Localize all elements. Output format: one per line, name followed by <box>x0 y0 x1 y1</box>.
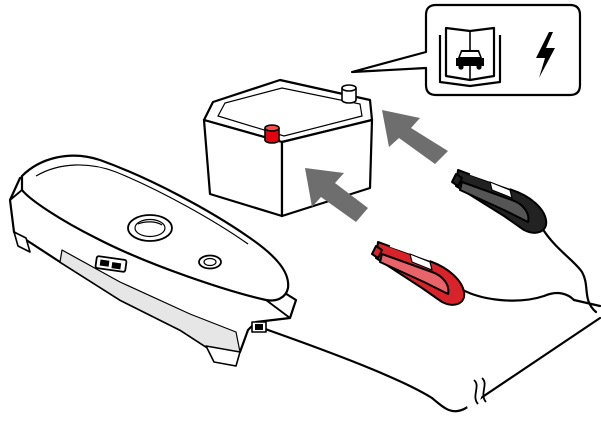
charging-cables <box>256 196 601 413</box>
direction-arrow-icon <box>305 168 368 222</box>
battery-charger <box>8 154 298 367</box>
positive-terminal <box>264 124 280 144</box>
lightning-bolt-icon <box>536 32 555 78</box>
car-battery <box>202 78 374 218</box>
negative-clamp <box>451 169 548 234</box>
cable-break-mark <box>466 377 488 411</box>
positive-clamp <box>371 241 466 306</box>
callout-bubble <box>350 3 582 97</box>
car-manual-icon <box>438 26 502 88</box>
negative-terminal <box>341 84 357 104</box>
direction-arrow-icon <box>382 110 448 164</box>
